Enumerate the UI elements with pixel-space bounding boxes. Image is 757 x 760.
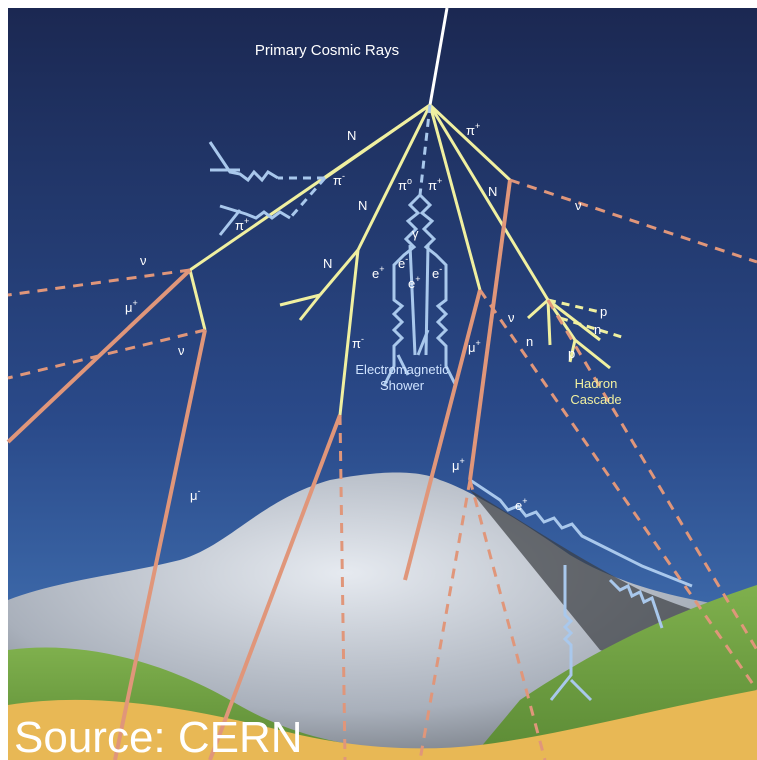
source-caption: Source: CERN — [14, 713, 303, 760]
label-pi-plus-center: π+ — [428, 176, 442, 193]
particle-labels: N π+ π- π+ πo π+ γ e+ e- e+ e- N N N ν μ… — [125, 121, 607, 513]
primary-ray-line — [428, 7, 449, 106]
neutrino-tracks — [7, 178, 757, 760]
label-e-minus-2: e- — [432, 264, 442, 281]
label-n-1: n — [594, 322, 601, 337]
label-pi-minus-left: π- — [333, 171, 345, 188]
label-e-minus-1: e- — [398, 254, 408, 271]
hadron-tracks — [188, 103, 611, 416]
label-p-2: p — [568, 346, 575, 361]
label-pi-plus-left: π+ — [235, 216, 249, 233]
label-nu-right-mid: ν — [508, 310, 515, 325]
label-nu-left-top: ν — [140, 253, 147, 268]
label-e-plus-1: e+ — [372, 264, 385, 281]
hadron-cascade-label-line1: Hadron — [575, 376, 618, 391]
ground — [8, 690, 757, 760]
label-N-mid: N — [358, 198, 367, 213]
label-mu-plus-center: μ+ — [468, 338, 481, 355]
pion-dashed-tracks — [278, 104, 432, 219]
muon-tracks — [6, 179, 512, 760]
hadron-cascade-label-line2: Cascade — [570, 392, 621, 407]
label-N-lower: N — [323, 256, 332, 271]
label-mu-plus-lower: μ+ — [452, 456, 465, 473]
label-nu-right-top: ν — [575, 198, 582, 213]
label-p-1: p — [600, 304, 607, 319]
em-tracks — [208, 141, 693, 702]
label-nu-left-low: ν — [178, 343, 185, 358]
em-shower-label-line1: Electromagnetic — [355, 362, 449, 377]
label-mu-plus-left: μ+ — [125, 298, 138, 315]
label-e-plus-lower: e+ — [515, 496, 528, 513]
label-n-2: n — [526, 334, 533, 349]
label-pi-plus-top: π+ — [466, 121, 480, 138]
em-shower-label-line2: Shower — [380, 378, 425, 393]
label-N-top: N — [347, 128, 356, 143]
label-N-right: N — [488, 184, 497, 199]
label-pi-zero: πo — [398, 176, 412, 193]
label-gamma: γ — [412, 226, 419, 241]
label-e-plus-2: e+ — [408, 274, 421, 291]
hadron-dashed — [547, 298, 626, 340]
label-mu-minus: μ- — [190, 486, 201, 503]
title-label: Primary Cosmic Rays — [255, 42, 399, 59]
label-pi-minus-lower: π- — [352, 334, 364, 351]
